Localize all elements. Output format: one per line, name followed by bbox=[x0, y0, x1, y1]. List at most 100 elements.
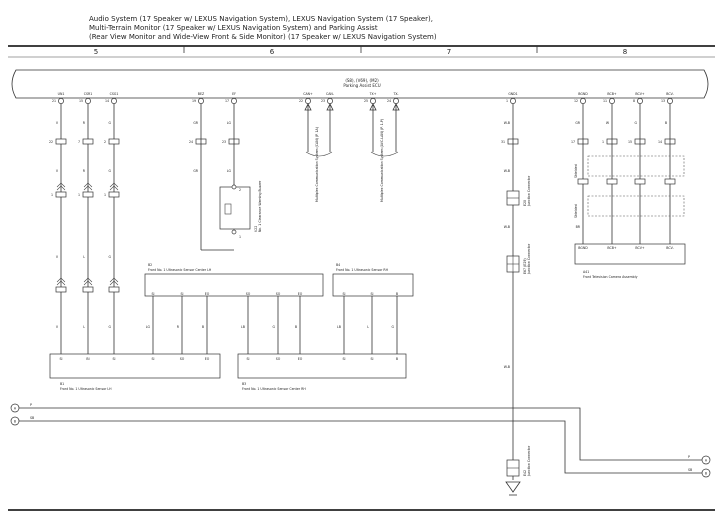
sensor-b2: B2 Front No. 1 Ultrasonic Sensor Center … bbox=[144, 263, 324, 297]
svg-text:1: 1 bbox=[602, 140, 604, 144]
svg-text:1: 1 bbox=[78, 193, 80, 197]
svg-text:BI: BI bbox=[86, 357, 89, 361]
svg-text:SO: SO bbox=[180, 357, 185, 361]
svg-text:LB: LB bbox=[241, 325, 245, 329]
ecu-pin-bcb-plus: BCB+11 bbox=[603, 92, 617, 104]
multiplex-links: Multiplex Communication System (CAN) (P.… bbox=[304, 103, 400, 202]
rail-a-id: A bbox=[705, 459, 708, 463]
svg-text:W-B: W-B bbox=[504, 225, 510, 229]
svg-text:V: V bbox=[56, 255, 59, 259]
svg-text:EO: EO bbox=[205, 292, 210, 296]
svg-text:SI: SI bbox=[152, 292, 155, 296]
camera-circuit: GR W G B Shielded Shielded BR bbox=[574, 104, 685, 244]
sensor-b3-code: B3 bbox=[242, 382, 246, 386]
connector-row-1: 22 7 2 24 23 31 17 1 15 14 bbox=[49, 138, 676, 145]
svg-text:22: 22 bbox=[49, 140, 53, 144]
svg-text:1: 1 bbox=[104, 193, 106, 197]
ecu-pin-can-low: CAN-23 bbox=[321, 92, 334, 104]
svg-text:B: B bbox=[665, 121, 667, 125]
svg-text:EO: EO bbox=[298, 292, 303, 296]
svg-text:V: V bbox=[56, 325, 59, 329]
ecu-name: Parking Assist ECU bbox=[343, 83, 380, 88]
svg-text:B: B bbox=[396, 357, 398, 361]
svg-text:W: W bbox=[606, 121, 610, 125]
svg-text:SI: SI bbox=[152, 357, 155, 361]
camera-code: A41 bbox=[583, 270, 589, 274]
junction-1-name: Junction Connector bbox=[527, 175, 531, 207]
svg-text:EO: EO bbox=[298, 357, 303, 361]
svg-text:19: 19 bbox=[192, 99, 196, 103]
sensor-b4: B4 Front No. 1 Ultrasonic Sensor RH SI S… bbox=[332, 263, 414, 297]
svg-text:B: B bbox=[396, 292, 398, 296]
svg-text:P: P bbox=[688, 455, 690, 459]
svg-text:SB: SB bbox=[688, 468, 692, 472]
power-rails: A B P SB P SB A B bbox=[10, 403, 711, 478]
svg-text:CSG1: CSG1 bbox=[110, 92, 119, 96]
svg-text:GR: GR bbox=[193, 121, 198, 125]
svg-text:BCV+: BCV+ bbox=[635, 92, 645, 96]
sensor-b2-code: B2 bbox=[148, 263, 152, 267]
svg-text:LB: LB bbox=[337, 325, 341, 329]
svg-text:21: 21 bbox=[52, 99, 56, 103]
svg-text:W-B: W-B bbox=[504, 121, 510, 125]
svg-text:BCV-: BCV- bbox=[666, 246, 674, 250]
svg-text:BCB+: BCB+ bbox=[607, 246, 617, 250]
svg-text:R: R bbox=[83, 121, 86, 125]
sensor-b3-name: Front No. 1 Ultrasonic Sensor Center RH bbox=[242, 387, 306, 391]
svg-text:L: L bbox=[83, 255, 85, 259]
svg-text:17: 17 bbox=[571, 140, 575, 144]
svg-text:UN1: UN1 bbox=[58, 92, 65, 96]
svg-text:15: 15 bbox=[628, 140, 632, 144]
svg-text:BGND: BGND bbox=[578, 246, 588, 250]
svg-text:B: B bbox=[202, 325, 204, 329]
svg-text:TX+: TX+ bbox=[369, 92, 377, 96]
sensor-b1-name: Front No. 1 Ultrasonic Sensor LH bbox=[60, 387, 112, 391]
svg-text:R: R bbox=[83, 169, 86, 173]
svg-text:2: 2 bbox=[239, 188, 241, 192]
svg-text:BCB+: BCB+ bbox=[607, 92, 617, 96]
svg-text:G: G bbox=[273, 325, 276, 329]
svg-text:1: 1 bbox=[506, 99, 508, 103]
svg-text:1: 1 bbox=[51, 193, 53, 197]
title-line-2: Multi-Terrain Monitor (17 Speaker w/ LEX… bbox=[89, 24, 378, 32]
svg-text:2: 2 bbox=[104, 140, 106, 144]
svg-text:SO: SO bbox=[246, 292, 251, 296]
svg-text:25: 25 bbox=[364, 99, 368, 103]
svg-text:7: 7 bbox=[78, 140, 80, 144]
multiplex-can-label: Multiplex Communication System (CAN) (P.… bbox=[315, 127, 319, 202]
sensor-bus-wires: LG R B LB G B LB L G bbox=[146, 296, 398, 354]
svg-text:GR: GR bbox=[575, 121, 580, 125]
svg-text:SI: SI bbox=[371, 357, 374, 361]
front-camera-assembly: BGND BCB+ BCV+ BCV- A41 Front Television… bbox=[574, 243, 686, 279]
rail-a-id: A bbox=[14, 407, 17, 411]
svg-text:W-B: W-B bbox=[504, 365, 510, 369]
multiplex-avc-label: Multiplex Communication System (AVC-LAN)… bbox=[380, 119, 384, 202]
ecu-pin-bcv-plus: BCV+8 bbox=[633, 92, 645, 104]
ecu-pin-tx-minus: TX-24 bbox=[387, 92, 399, 104]
svg-text:V: V bbox=[56, 169, 59, 173]
junction-2-code: E67 (E29) bbox=[523, 258, 527, 274]
buzzer-name: No. 1 Clearance Warning Buzzer bbox=[258, 180, 262, 232]
svg-text:SB: SB bbox=[30, 416, 34, 420]
ecu-pin-can-high: CAN+22 bbox=[299, 92, 313, 104]
svg-text:G: G bbox=[109, 255, 112, 259]
shielded-label: Shielded bbox=[574, 204, 578, 218]
sensor-b4-code: B4 bbox=[336, 263, 340, 267]
section-number: 7 bbox=[447, 48, 451, 56]
svg-text:CAN-: CAN- bbox=[326, 92, 334, 96]
sensor-b4-name: Front No. 1 Ultrasonic Sensor RH bbox=[336, 268, 389, 272]
svg-text:L: L bbox=[83, 325, 85, 329]
svg-text:EO: EO bbox=[205, 357, 210, 361]
ground-symbol bbox=[505, 481, 521, 493]
svg-text:BCV+: BCV+ bbox=[635, 246, 645, 250]
svg-text:SI: SI bbox=[343, 357, 346, 361]
svg-text:CSR1: CSR1 bbox=[84, 92, 93, 96]
title-line-1: Audio System (17 Speaker w/ LEXUS Naviga… bbox=[89, 15, 433, 23]
svg-text:22: 22 bbox=[299, 99, 303, 103]
svg-text:TX-: TX- bbox=[392, 92, 398, 96]
